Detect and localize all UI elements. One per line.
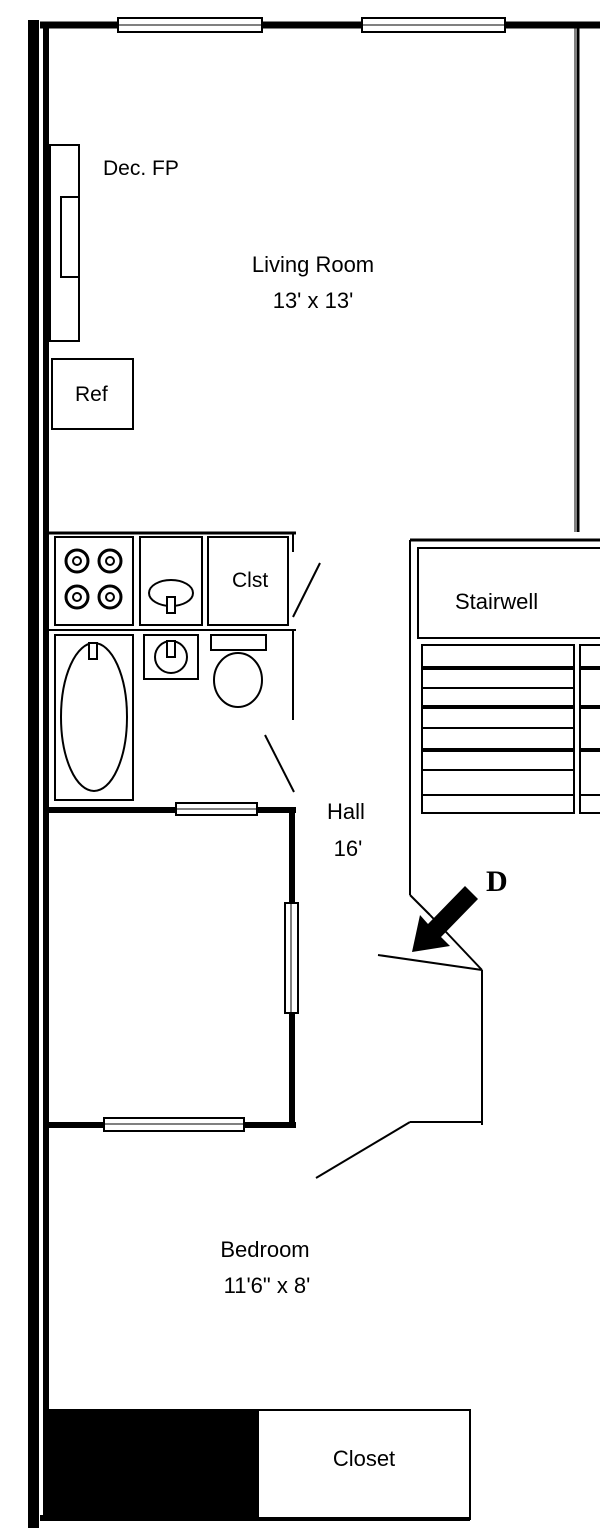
hall-size: 16' [334, 836, 363, 861]
stairwell-label: Stairwell [455, 589, 538, 614]
bath-door-swing [264, 734, 295, 793]
living-room-label: Living Room [252, 252, 374, 277]
entry-marker-label: D [486, 865, 508, 898]
top-windows [117, 17, 506, 33]
closet-door-swing [292, 562, 321, 618]
toilet [210, 634, 267, 708]
hall-walls [46, 540, 431, 1128]
left-wall [28, 20, 39, 1528]
closet-label: Closet [333, 1446, 395, 1471]
closet-fill [46, 1410, 258, 1520]
bath-sink [143, 634, 199, 680]
hall-label: Hall [327, 799, 365, 824]
closet-small-label: Clst [232, 569, 268, 592]
stairwell [410, 538, 600, 814]
bathtub [54, 634, 134, 801]
bedroom-label: Bedroom [220, 1237, 309, 1262]
refrigerator [51, 358, 134, 430]
living-room-size: 13' x 13' [273, 288, 354, 313]
bedroom-size: 11'6" x 8' [224, 1273, 311, 1298]
refrigerator-label: Ref [75, 383, 108, 406]
kitchen-sink [139, 536, 203, 626]
stove [54, 536, 134, 626]
closet [257, 1409, 471, 1519]
fireplace-symbol [49, 144, 80, 342]
small-closet [207, 536, 289, 626]
entry-arrow-icon [412, 886, 478, 952]
fireplace-label: Dec. FP [103, 157, 179, 180]
